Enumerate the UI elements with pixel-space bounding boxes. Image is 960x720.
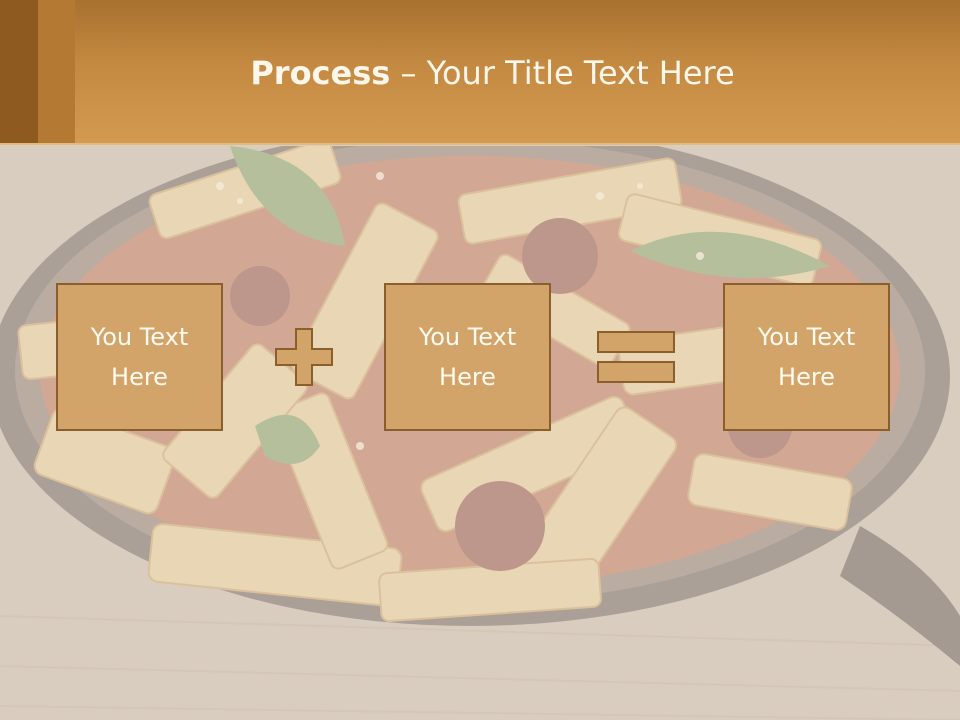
header-divider: [0, 143, 960, 145]
slide-title[interactable]: Process – Your Title Text Here: [0, 54, 960, 92]
step-box-2[interactable]: You Text Here: [384, 283, 551, 431]
accent-bar-dark: [0, 0, 38, 145]
step-2-label: You Text Here: [418, 323, 517, 391]
step-box-3[interactable]: You Text Here: [723, 283, 890, 431]
photo-overlay: [0, 146, 960, 720]
step-1-label: You Text Here: [90, 323, 189, 391]
accent-bar-light: [38, 0, 75, 145]
title-rest: – Your Title Text Here: [390, 54, 735, 92]
step-box-1[interactable]: You Text Here: [56, 283, 223, 431]
background-photo: [0, 146, 960, 720]
title-band: Process – Your Title Text Here: [0, 0, 960, 145]
title-bold: Process: [250, 54, 391, 92]
equals-icon: [597, 331, 675, 383]
step-3-label: You Text Here: [757, 323, 856, 391]
plus-icon: [275, 328, 333, 386]
